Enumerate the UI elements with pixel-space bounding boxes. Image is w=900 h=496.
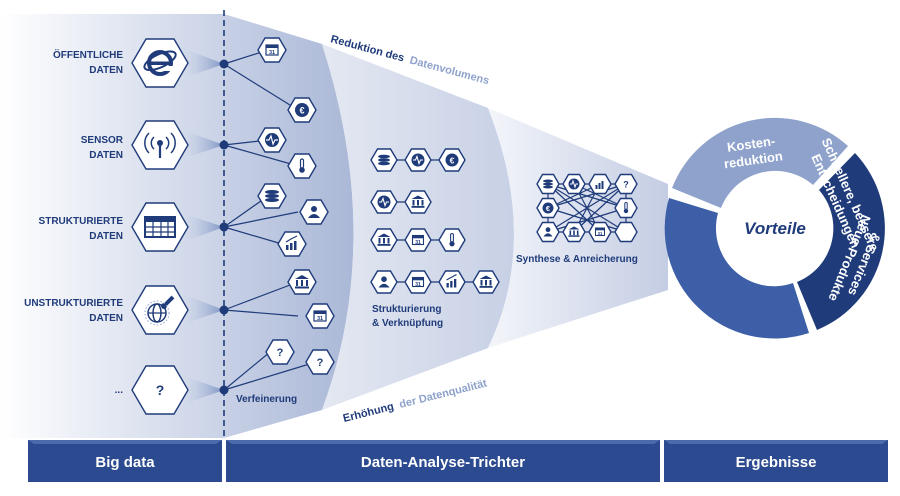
results-ring: Vorteile Kosten- reduktion Schnellere, b… [664, 117, 885, 339]
internet-explorer-icon [131, 38, 189, 88]
bank-icon [562, 221, 586, 243]
thermometer-icon [438, 228, 466, 252]
euro-icon: € [287, 97, 317, 123]
step-strukturierung: Strukturierung [372, 304, 441, 315]
source-label-oeffentlich: ÖFFENTLICHE [53, 48, 123, 61]
structured-rows: € [370, 148, 500, 294]
footer-big-data [28, 440, 222, 482]
sensor-antenna-icon [131, 120, 189, 170]
funnel-stage-2 [322, 44, 514, 410]
question-mark: ? [156, 382, 165, 398]
person-icon [536, 221, 560, 243]
question-icon: ? [131, 365, 189, 415]
results-center: Vorteile [744, 219, 806, 238]
footer-analyse-label: Daten-Analyse-Trichter [361, 454, 525, 471]
source-icons: ? [131, 38, 189, 415]
source-label-more: ... [115, 385, 124, 396]
footer-ergebnisse [664, 440, 888, 482]
bank-icon [287, 269, 317, 295]
chart-icon [438, 270, 466, 294]
question-icon: ? [265, 339, 295, 365]
empty-hex [614, 221, 638, 243]
question-icon: ? [305, 349, 335, 375]
structured-row-4: 31 [370, 270, 500, 294]
person-icon [370, 270, 398, 294]
source-label-sensor: SENSOR [81, 135, 124, 146]
person-icon [299, 199, 329, 225]
svg-text:31: 31 [598, 231, 603, 236]
bank-icon [404, 190, 432, 214]
footer-analyse [226, 440, 660, 482]
synthesis-network: ? € 31 [536, 173, 638, 243]
pulse-icon [404, 148, 432, 172]
chart-icon [277, 231, 307, 257]
pulse-icon [562, 173, 586, 195]
svg-text:31: 31 [415, 240, 421, 246]
bank-icon [370, 228, 398, 252]
pulse-icon [257, 127, 287, 153]
step-synthese: Synthese & Anreicherung [516, 254, 638, 265]
source-label-strukturiert: STRUKTURIERTE [39, 216, 124, 227]
structured-row-3: 31 [370, 228, 466, 252]
ring-segment-kosten [672, 117, 848, 208]
svg-text:31: 31 [415, 282, 421, 288]
structured-row-2 [370, 190, 432, 214]
ring-center [719, 172, 831, 284]
source-labels: ÖFFENTLICHE DATEN SENSOR DATEN STRUKTURI… [24, 48, 124, 396]
calendar-icon: 31 [257, 37, 287, 63]
ring-segment-produkte [664, 198, 809, 339]
calendar-icon: 31 [404, 228, 432, 252]
annotation-erhoehung-part2: der Datenqualität [398, 377, 488, 410]
stack-icon [536, 173, 560, 195]
step-verknuepfung: & Verknüpfung [372, 318, 443, 329]
refined-data-icons: 31 € [257, 37, 335, 375]
thermometer-icon [287, 153, 317, 179]
footer-big-data-label: Big data [95, 454, 155, 471]
svg-text:?: ? [277, 347, 284, 359]
funnel-stage-1 [224, 14, 354, 438]
pulse-icon [370, 190, 398, 214]
svg-text:€: € [450, 155, 455, 165]
stack-icon [370, 148, 398, 172]
magnifier-globe-icon [131, 285, 189, 335]
euro-icon: € [536, 197, 560, 219]
ring-segment-entscheidungen [797, 153, 885, 330]
svg-text:?: ? [317, 357, 324, 369]
source-rays [172, 44, 224, 408]
svg-text:31: 31 [269, 50, 275, 56]
svg-text:€: € [299, 106, 304, 116]
step-verfeinerung: Verfeinerung [236, 394, 297, 405]
stack-icon [257, 183, 287, 209]
calendar-icon: 31 [588, 221, 612, 243]
thermometer-icon [614, 197, 638, 219]
calendar-icon: 31 [404, 270, 432, 294]
source-label-strukturiert-2: DATEN [89, 231, 123, 242]
question-icon: ? [614, 173, 638, 195]
svg-text:31: 31 [317, 316, 323, 322]
svg-text:?: ? [623, 180, 629, 190]
annotation-erhoehung-part1: Erhöhung [342, 401, 395, 425]
footer-ergebnisse-label: Ergebnisse [736, 454, 817, 471]
chart-icon [588, 173, 612, 195]
svg-text:€: € [546, 204, 551, 213]
segment-kosten-line1: Kosten- [726, 133, 776, 155]
divider-dots [219, 59, 229, 395]
source-label-sensor-2: DATEN [89, 150, 123, 161]
structured-row-1: € [370, 148, 466, 172]
calendar-icon: 31 [305, 303, 335, 329]
source-label-oeffentlich-2: DATEN [89, 65, 123, 76]
bank-icon [472, 270, 500, 294]
footer: Big data Daten-Analyse-Trichter Ergebnis… [28, 440, 888, 482]
source-label-unstrukturiert-2: DATEN [89, 313, 123, 324]
source-label-unstrukturiert: UNSTRUKTURIERTE [24, 298, 123, 309]
euro-icon: € [438, 148, 466, 172]
table-grid-icon [131, 202, 189, 252]
